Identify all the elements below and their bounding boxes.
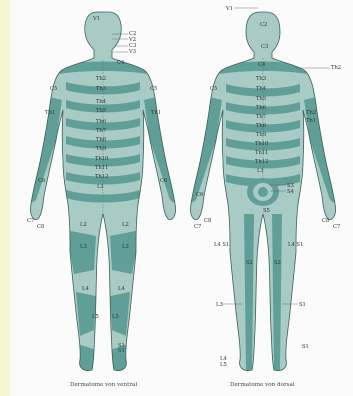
back-label-th7: Th7 — [256, 114, 266, 120]
back-label-th10: Th10 — [255, 141, 268, 147]
back-label-th1-right: Th1 — [306, 118, 316, 124]
front-label-c5-left: C5 — [150, 86, 157, 92]
back-label-c8-right: C8 — [204, 218, 211, 224]
front-body — [20, 0, 190, 380]
front-label-c7: C7 — [27, 218, 34, 224]
front-label-c8: C8 — [37, 224, 44, 230]
front-label-c4: C4 — [117, 60, 125, 66]
back-label-s1-upper: S1 — [299, 302, 306, 308]
front-label-c6-left: C6 — [160, 178, 167, 184]
front-label-th11: Th11 — [95, 165, 108, 171]
back-label-l4s1-left: L4 S1 — [288, 242, 303, 248]
back-label-c8-left: C8 — [322, 218, 329, 224]
front-label-c6-right: C6 — [38, 178, 45, 184]
front-label-s1-lower: S1 — [118, 348, 125, 354]
back-label-c2: C2 — [260, 22, 267, 28]
front-label-l2-right: L2 — [80, 222, 87, 228]
back-label-c5: C5 — [210, 86, 217, 92]
back-label-th11: Th11 — [255, 150, 268, 156]
back-label-th6: Th6 — [256, 105, 266, 111]
front-label-th7: Th7 — [96, 128, 106, 134]
front-label-l4-left: L4 — [118, 286, 125, 292]
back-label-s5: S5 — [263, 208, 270, 214]
front-label-th12: Th12 — [95, 174, 108, 180]
back-label-s2-left: S2 — [274, 260, 281, 266]
front-label-v3: V3 — [128, 49, 136, 55]
front-label-th1-left: Th1 — [151, 110, 161, 116]
front-label-v1: V1 — [92, 16, 100, 22]
front-label-th2: Th2 — [96, 76, 106, 82]
back-label-th3: Th3 — [256, 76, 266, 82]
front-label-l5-right: L5 — [92, 314, 99, 320]
back-label-c4: C4 — [258, 62, 266, 68]
back-label-s4: S4 — [287, 189, 295, 195]
back-label-th8: Th8 — [256, 123, 266, 129]
back-label-th2-neck: Th2 — [331, 65, 341, 71]
back-label-l3: L3 — [216, 302, 223, 308]
back-body — [180, 0, 350, 380]
back-label-c3: C3 — [261, 44, 268, 50]
front-label-th1-right: Th1 — [45, 110, 55, 116]
back-label-c7-left: C7 — [333, 224, 340, 230]
front-caption: Dermatome von ventral — [70, 382, 137, 388]
back-label-l4s1-right: L4 S1 — [214, 242, 229, 248]
back-label-th12: Th12 — [255, 159, 268, 165]
back-label-l1: L1 — [257, 168, 264, 174]
back-label-th2-right: Th2 — [306, 110, 316, 116]
back-label-s1-lower: S1 — [302, 344, 309, 350]
back-label-c6: C6 — [196, 192, 203, 198]
back-label-c7-right: C7 — [194, 224, 201, 230]
front-label-th8: Th8 — [96, 137, 106, 143]
back-label-th5: Th5 — [256, 96, 266, 102]
front-label-th4: Th4 — [96, 99, 107, 105]
front-label-th6: Th6 — [96, 119, 106, 125]
back-label-s2-right: S2 — [246, 260, 253, 266]
front-label-th10: Th10 — [95, 156, 108, 162]
front-label-l3-right: L3 — [80, 244, 87, 250]
front-label-c5-right: C5 — [50, 86, 57, 92]
front-label-th9: Th9 — [96, 146, 106, 152]
back-caption: Dermatome von dorsal — [230, 382, 295, 388]
back-label-th4: Th4 — [256, 86, 267, 92]
front-label-l4-right: L4 — [82, 286, 89, 292]
front-label-l2-left: L2 — [122, 222, 129, 228]
front-label-l1: L1 — [97, 184, 104, 190]
front-label-th3: Th3 — [96, 86, 106, 92]
front-label-l5-left: L5 — [112, 314, 119, 320]
back-label-th9: Th9 — [256, 132, 266, 138]
back-label-v1: V1 — [225, 6, 233, 12]
front-label-l3-left: L3 — [122, 244, 129, 250]
back-label-l5: L5 — [220, 362, 227, 368]
front-label-th5: Th5 — [96, 108, 106, 114]
